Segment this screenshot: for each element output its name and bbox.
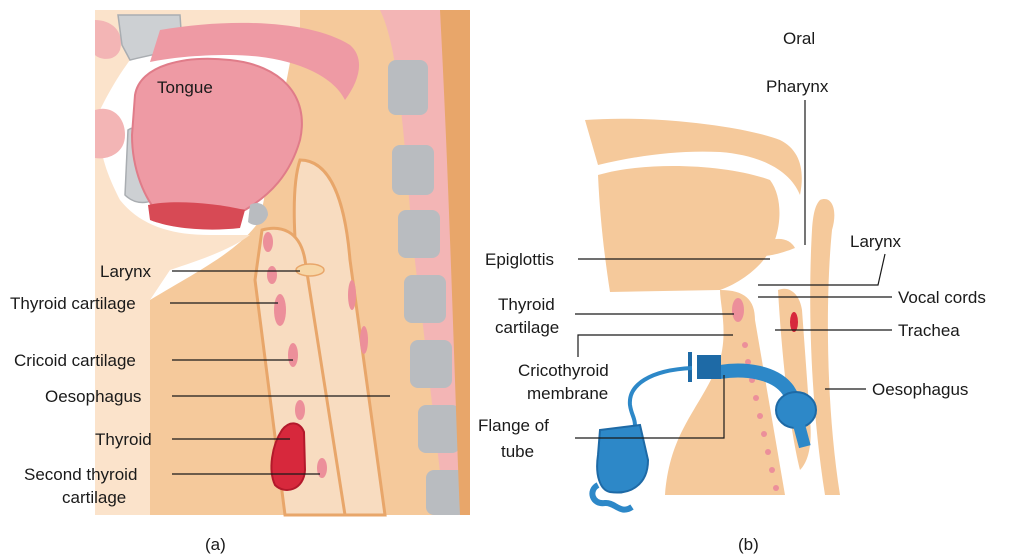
vertebra xyxy=(392,145,434,195)
label-trachea: Trachea xyxy=(898,321,960,340)
caption-a: (a) xyxy=(205,535,226,554)
label-second-thyroid-1: Second thyroid xyxy=(24,465,137,484)
label-larynx-b: Larynx xyxy=(850,232,902,251)
ring xyxy=(267,266,277,284)
lower-lip xyxy=(95,109,125,159)
larynx-oval xyxy=(296,264,324,276)
vertebra xyxy=(388,60,428,115)
label-cricothyroid-2: membrane xyxy=(527,384,608,403)
vertebra xyxy=(404,275,446,323)
ring xyxy=(360,326,368,354)
trachea-marker xyxy=(790,312,798,332)
ring xyxy=(263,232,273,252)
dot xyxy=(773,485,779,491)
label-tongue: Tongue xyxy=(157,78,213,97)
label-second-thyroid-2: cartilage xyxy=(62,488,126,507)
label-larynx-a: Larynx xyxy=(100,262,152,281)
label-cricoid-cartilage: Cricoid cartilage xyxy=(14,351,136,370)
label-thyroid-cartilage-a: Thyroid cartilage xyxy=(10,294,136,313)
label-thyroid-b-1: Thyroid xyxy=(498,295,555,314)
label-oesophagus-b: Oesophagus xyxy=(872,380,968,399)
vertebra xyxy=(418,405,460,453)
dot xyxy=(742,342,748,348)
label-oral-2: Pharynx xyxy=(766,77,829,96)
ring xyxy=(348,280,356,310)
ring xyxy=(274,294,286,326)
ring xyxy=(295,400,305,420)
label-oesophagus-a: Oesophagus xyxy=(45,387,141,406)
ring xyxy=(288,343,298,367)
dot xyxy=(769,467,775,473)
vertebra xyxy=(398,210,440,258)
dot xyxy=(765,449,771,455)
tongue-mass-b xyxy=(598,166,779,292)
airway-b xyxy=(665,290,785,495)
label-oral-1: Oral xyxy=(783,29,815,48)
label-epiglottis: Epiglottis xyxy=(485,250,554,269)
label-thyroid: Thyroid xyxy=(95,430,152,449)
label-flange-1: Flange of xyxy=(478,416,549,435)
label-thyroid-b-2: cartilage xyxy=(495,318,559,337)
label-cricothyroid-1: Cricothyroid xyxy=(518,361,609,380)
tube-flange xyxy=(697,355,721,379)
caption-b: (b) xyxy=(738,535,759,554)
dot xyxy=(753,395,759,401)
vertebra xyxy=(410,340,452,388)
label-vocal-cords: Vocal cords xyxy=(898,288,986,307)
label-flange-2: tube xyxy=(501,442,534,461)
dot xyxy=(761,431,767,437)
ring xyxy=(317,458,327,478)
leader-cricothyroid xyxy=(578,335,733,357)
pharyngeal-wall xyxy=(810,199,840,495)
thyroid-cartilage-b xyxy=(732,298,744,322)
pilot-balloon xyxy=(597,425,648,493)
dot xyxy=(757,413,763,419)
cuff-balloon xyxy=(776,392,816,428)
